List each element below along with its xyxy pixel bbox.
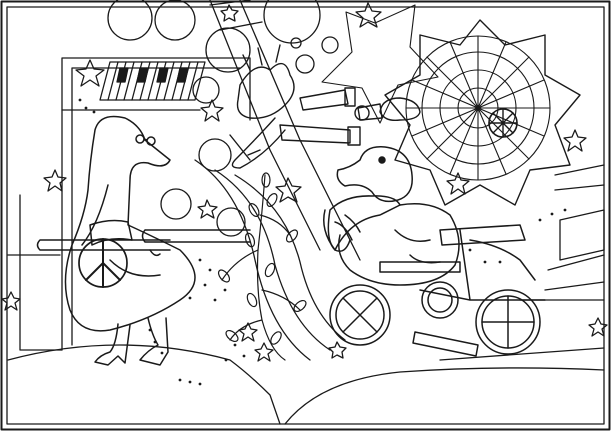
ground-and-panels <box>7 164 605 425</box>
circles <box>107 0 339 237</box>
spy-duck-head <box>354 97 421 122</box>
spiderweb-dartboard <box>384 19 581 206</box>
striped-band <box>194 0 361 361</box>
pussy-willow-branch <box>217 172 307 361</box>
bird-with-spyglass <box>229 44 361 169</box>
stars <box>1 2 608 362</box>
piano-keys <box>99 61 206 101</box>
goose-with-peace-pendant <box>36 115 251 366</box>
duck-in-wheelchair <box>323 146 546 357</box>
dot-trails <box>78 98 567 386</box>
